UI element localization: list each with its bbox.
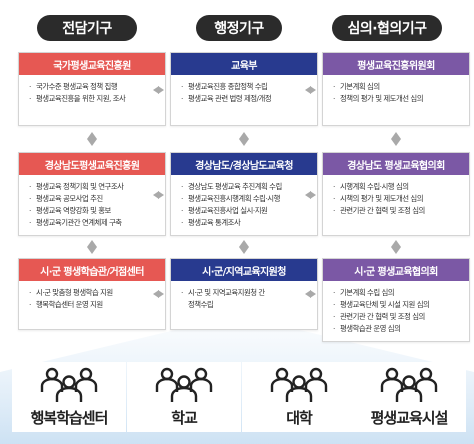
box-city-county-learning-center: 시·군 평생학습관/거점센터 시·군 맞춤형 평생학습 지원 행복학습센터 운영…	[18, 258, 166, 330]
box-title: 시·군 평생교육협의회	[323, 259, 469, 281]
box-title: 평생교육진흥위원회	[323, 53, 469, 75]
box-gyeongnam-lifelong-education-institute: 경상남도평생교육진흥원 평생교육 정책기획 및 연구조사 평생교육 공모사업 추…	[18, 152, 166, 236]
list-item: 평생교육단체 및 시설 지원 심의	[333, 299, 463, 311]
list-item: 평생교육진흥 종합정책 수립	[181, 81, 311, 93]
list-item-continuation: 정책수립	[188, 300, 214, 309]
box-city-county-education-support-office: 시·군/지역교육지원청 시·군 및 지역교육지원청 간 정책수립	[170, 258, 318, 330]
list-item: 평생교육 통계조사	[181, 217, 311, 229]
list-item: 평생교육기관간 연계체제 구축	[29, 217, 159, 229]
facility-school: 학교	[127, 362, 241, 432]
list-item: 시책의 평가 및 제도개선 심의	[333, 193, 463, 205]
box-city-county-lifelong-education-council: 시·군 평생교육협의회 기본계획 수립 심의 평생교육단체 및 시설 지원 심의…	[322, 258, 470, 342]
header-administrative-agency: 행정기구	[196, 15, 282, 41]
list-item: 경상남도 평생교육 추진계획 수립	[181, 181, 311, 193]
facility-label: 행복학습센터	[30, 409, 109, 427]
box-title: 경상남도평생교육진흥원	[19, 153, 165, 175]
list-item: 평생교육진흥을 위한 지원, 조사	[29, 93, 159, 105]
list-item: 시·군 및 지역교육지원청 간	[181, 287, 311, 299]
facility-label: 평생교육시설	[370, 409, 449, 427]
facility-label: 학교	[171, 409, 198, 427]
list-item: 평생학습관 운영 심의	[333, 323, 463, 335]
list-item: 평생교육 역량강화 및 홍보	[29, 205, 159, 217]
list-item: 시·군 맞춤형 평생학습 지원	[29, 287, 159, 299]
list-item: 관련기관 간 협력 및 조정 심의	[333, 311, 463, 323]
list-item: 평생교육 공모사업 추진	[29, 193, 159, 205]
box-national-lifelong-education-institute: 국가평생교육진흥원 국가수준 평생교육 정책 집행 평생교육진흥을 위한 지원,…	[18, 52, 166, 126]
people-group-icon	[40, 367, 98, 402]
list-item: 기본계획 수립 심의	[333, 287, 463, 299]
list-item: 시행계획 수립·시행 심의	[333, 181, 463, 193]
header-dedicated-agency: 전담기구	[37, 15, 137, 41]
list-item: 정책의 평가 및 제도개선 심의	[333, 93, 463, 105]
box-lifelong-education-committee: 평생교육진흥위원회 기본계획 심의 정책의 평가 및 제도개선 심의	[322, 52, 470, 126]
list-item: 평생교육진흥사업 실시·지원	[181, 205, 311, 217]
people-group-icon	[270, 367, 328, 402]
list-item: 기본계획 심의	[333, 81, 463, 93]
list-item: 행복학습센터 운영 지원	[29, 299, 159, 311]
box-gyeongnam-lifelong-education-council: 경상남도 평생교육협의회 시행계획 수립·시행 심의 시책의 평가 및 제도개선…	[322, 152, 470, 236]
box-ministry-of-education: 교육부 평생교육진흥 종합정책 수립 평생교육 관련 법령 제정/개정	[170, 52, 318, 126]
box-title: 교육부	[171, 53, 317, 75]
people-group-icon	[155, 367, 213, 402]
box-title: 국가평생교육진흥원	[19, 53, 165, 75]
people-group-icon	[380, 367, 438, 402]
box-title: 시·군 평생학습관/거점센터	[19, 259, 165, 281]
facility-happy-learning-center: 행복학습센터	[12, 362, 126, 432]
box-gyeongnam-province-and-education-office: 경상남도/경상남도교육청 경상남도 평생교육 추진계획 수립 평생교육진흥시행계…	[170, 152, 318, 236]
facility-lifelong-education-facility: 평생교육시설	[352, 362, 466, 432]
facility-university: 대학	[242, 362, 356, 432]
list-item: 평생교육진흥시행계획 수립·시행	[181, 193, 311, 205]
list-item: 평생교육 정책기획 및 연구조사	[29, 181, 159, 193]
list-item: 관련기관 간 협력 및 조정 심의	[333, 205, 463, 217]
header-deliberative-agency: 심의·협의기구	[332, 15, 442, 41]
list-item: 국가수준 평생교육 정책 집행	[29, 81, 159, 93]
box-title: 경상남도 평생교육협의회	[323, 153, 469, 175]
facility-label: 대학	[286, 409, 313, 427]
box-title: 경상남도/경상남도교육청	[171, 153, 317, 175]
list-item: 평생교육 관련 법령 제정/개정	[181, 93, 311, 105]
box-title: 시·군/지역교육지원청	[171, 259, 317, 281]
